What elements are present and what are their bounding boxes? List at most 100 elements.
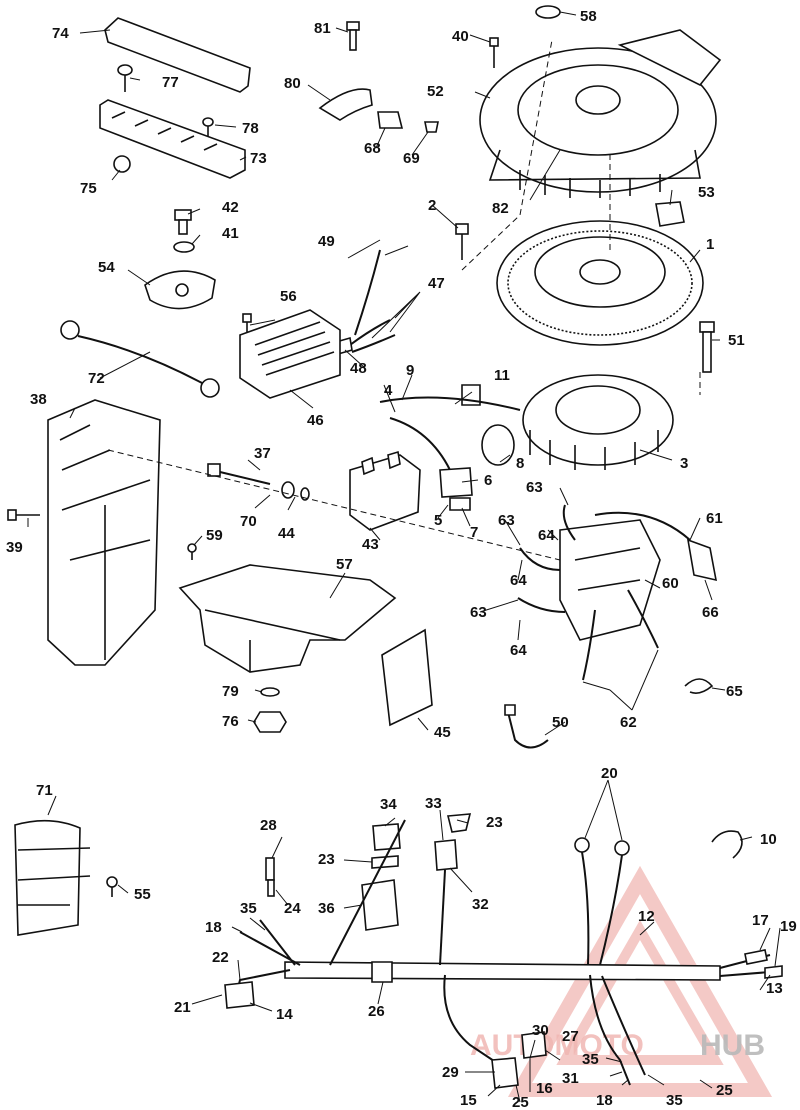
callout-11: 11 — [494, 367, 510, 384]
part-33-connector — [434, 839, 458, 871]
callout-49: 49 — [318, 233, 335, 250]
part-20-ring-terminals — [574, 837, 630, 966]
part-66-connector — [686, 538, 718, 582]
callout-12: 12 — [638, 908, 655, 925]
part-38-shield — [47, 399, 161, 666]
callout-28: 28 — [260, 817, 277, 834]
callout-70: 70 — [240, 513, 257, 530]
part-45-plate — [381, 628, 433, 727]
callout-64-top: 64 — [538, 527, 555, 544]
watermark-triangle — [507, 865, 773, 1097]
callout-65: 65 — [726, 683, 743, 700]
callout-44: 44 — [278, 525, 295, 542]
callout-2: 2 — [428, 197, 436, 214]
callout-46: 46 — [307, 412, 324, 429]
callout-62: 62 — [620, 714, 637, 731]
watermark-brand-left: AUTOMOTO — [470, 1029, 644, 1062]
part-23-cap-left — [371, 855, 399, 869]
callout-8: 8 — [516, 455, 524, 472]
part-65-clamp — [684, 678, 714, 694]
callout-63-low: 63 — [470, 604, 487, 621]
part-68-clip — [377, 111, 404, 129]
callout-25-right: 25 — [716, 1082, 733, 1099]
callout-61: 61 — [706, 510, 723, 527]
part-1-flywheel — [496, 220, 704, 346]
part-26-tie — [371, 961, 393, 983]
assembly-dashed-lines — [107, 39, 701, 561]
callout-4: 4 — [384, 382, 393, 399]
callout-23-left: 23 — [318, 851, 335, 868]
part-3-stator — [522, 374, 674, 470]
callout-37: 37 — [254, 445, 271, 462]
callout-17: 17 — [752, 912, 769, 929]
callout-5: 5 — [434, 512, 442, 529]
callout-3: 3 — [680, 455, 688, 472]
callout-36: 36 — [318, 900, 335, 917]
callout-78: 78 — [242, 120, 259, 137]
part-74-cover — [104, 17, 251, 93]
callout-74: 74 — [52, 25, 69, 42]
callout-42: 42 — [222, 199, 239, 216]
part-46-rectifier — [239, 309, 341, 399]
part-70-washer — [281, 481, 295, 499]
callout-81: 81 — [314, 20, 331, 37]
callout-73: 73 — [250, 150, 267, 167]
callout-29: 29 — [442, 1064, 459, 1081]
callout-76: 76 — [222, 713, 239, 730]
callout-35-bottom: 35 — [666, 1092, 683, 1109]
callout-9: 9 — [406, 362, 414, 379]
callout-63-mid: 63 — [498, 512, 515, 529]
part-61-harness — [594, 511, 691, 541]
part-72-ground-strap — [60, 320, 220, 398]
part-28-terminal — [265, 857, 275, 897]
callout-72: 72 — [88, 370, 105, 387]
callout-13: 13 — [766, 980, 783, 997]
callout-38: 38 — [30, 391, 47, 408]
callout-40: 40 — [452, 28, 469, 45]
part-50-plug-lead — [507, 711, 549, 749]
part-main-harness — [234, 819, 771, 1086]
callout-labels: 74 77 78 73 75 42 41 54 72 38 39 71 55 8… — [6, 8, 797, 1110]
callout-7: 7 — [470, 524, 478, 541]
watermark-brand-right: HUB — [700, 1029, 765, 1062]
part-49-lead — [354, 249, 381, 336]
part-15-connector — [491, 1057, 519, 1089]
callout-57: 57 — [336, 556, 353, 573]
part-56-screw — [242, 313, 252, 332]
part-19-terminal — [764, 965, 783, 979]
callout-51: 51 — [728, 332, 745, 349]
callout-35-top: 35 — [240, 900, 257, 917]
callout-45: 45 — [434, 724, 451, 741]
part-78-screw — [202, 117, 214, 136]
callout-27: 27 — [562, 1028, 579, 1045]
callout-52: 52 — [427, 83, 444, 100]
part-6-connector — [439, 467, 473, 498]
part-69-plug — [424, 121, 439, 133]
callout-47: 47 — [428, 275, 445, 292]
callout-15: 15 — [460, 1092, 477, 1109]
part-39-screw — [7, 509, 40, 521]
callout-1: 1 — [706, 236, 714, 253]
part-40-screw — [489, 37, 499, 68]
callout-63-top: 63 — [526, 479, 543, 496]
callout-30: 30 — [532, 1022, 549, 1039]
part-10-clip — [711, 830, 743, 859]
part-8-strap — [481, 424, 515, 466]
part-82-housing — [479, 29, 722, 198]
callout-59: 59 — [206, 527, 223, 544]
part-63-leads — [517, 504, 576, 613]
callout-33: 33 — [425, 795, 442, 812]
callout-66: 66 — [702, 604, 719, 621]
part-57-cover — [178, 564, 397, 673]
callout-18-bottom: 18 — [596, 1092, 613, 1109]
part-81-bolt — [346, 21, 360, 51]
callout-82: 82 — [492, 200, 509, 217]
part-77-screw — [117, 64, 133, 92]
callout-68: 68 — [364, 140, 381, 157]
callout-32: 32 — [472, 896, 489, 913]
callout-18-top: 18 — [205, 919, 222, 936]
callout-64-low: 64 — [510, 642, 527, 659]
callout-10: 10 — [760, 831, 777, 848]
